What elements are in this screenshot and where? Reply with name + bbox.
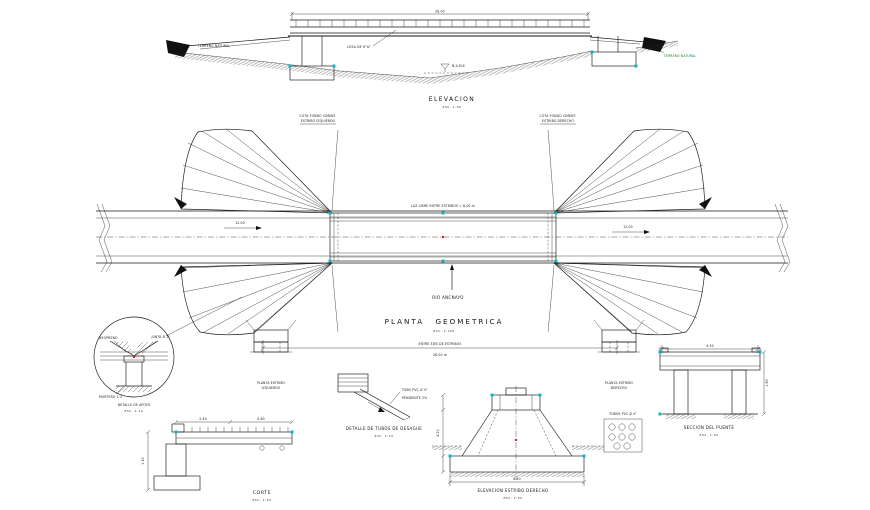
clear-span-note: LUZ LIBRE ENTRE ESTRIBOS = 8.00 m	[411, 204, 475, 208]
detail-leader	[165, 296, 243, 337]
estribo-height-dim: 4.20	[436, 429, 440, 437]
seccion-title: SECCION DEL PUENTE	[684, 425, 735, 430]
elevacion-scale: ESC. 1:50	[442, 105, 461, 109]
detalle-title: DETALLE DE APOYO	[118, 403, 151, 407]
view-corte: 2.40 0.60 1.50 CORTE ESC. 1:50	[141, 417, 295, 502]
road-arrow-right	[644, 230, 650, 234]
corte-scale: ESC. 1:50	[252, 498, 271, 502]
cota-right-2: ESTRIBO DERECHO	[542, 119, 574, 123]
cad-grip-markers	[133, 50, 762, 458]
joint-note: JUNTA Ø 1"	[150, 334, 170, 339]
railing-posts	[295, 20, 585, 27]
tubos-title: DETALLE DE TUBOS DE DESAGUE	[346, 426, 423, 431]
cota-right-1: COTA FONDO CIMENT.	[540, 114, 577, 118]
terrain-break-left	[166, 40, 190, 57]
estribo-scale: ESC. 1:50	[503, 496, 522, 500]
terrain-note-right: TERRENO NATURAL	[663, 54, 696, 58]
water-level-symbol	[440, 63, 450, 70]
terrain-note-left: TERRENO NATURAL	[197, 44, 230, 48]
parapet-section	[171, 423, 185, 433]
bearing-seat	[491, 394, 541, 411]
drain-tube	[279, 445, 285, 451]
view-seccion: 4.50 1.80 SECCION DEL PUENTE ESC. 1:50	[659, 344, 769, 437]
leg-left	[673, 369, 689, 415]
estribo-base-dim: 6.40	[513, 477, 521, 481]
footing-section	[153, 475, 201, 491]
seccion-width-dim: 4.50	[706, 344, 714, 348]
road-break-left	[96, 203, 108, 273]
abutment-plan-left: PLANTA ESTRIBO IZQUIERDO	[245, 319, 297, 390]
slope-fan-upper-right	[553, 128, 706, 214]
seccion-height-dim: 1.80	[765, 379, 769, 387]
abutment-right-label-2: DERECHO	[611, 386, 628, 390]
tube-line	[353, 391, 405, 421]
body-slope-right	[539, 409, 573, 457]
abutment-right-label-1: PLANTA ESTRIBO	[605, 381, 634, 385]
abutment-left-label-2: IZQUIERDO	[262, 386, 281, 390]
elevacion-title: ELEVACION	[429, 96, 475, 103]
planta-title: PLANTA GEOMETRICA	[385, 317, 504, 326]
tubos-scale: ESC. 1:10	[374, 434, 393, 438]
approach-left-dim: 12.00	[235, 221, 245, 225]
cota-left-2: ESTRIBO IZQUIERDO	[301, 119, 336, 123]
view-detalle-apoyo: NEOPRENO JUNTA Ø 1" MORTERO 1:3 DETALLE …	[93, 296, 243, 413]
tube-note: TUBO PVC Ø 4"	[401, 387, 428, 392]
view-estribo: 6.40 4.20 TUBOS PVC Ø 4" ELEVACION ESTRI…	[432, 386, 643, 500]
deck-slab-note: LOSA DE H°A°	[347, 45, 371, 49]
neoprene-note: NEOPRENO	[99, 336, 118, 340]
corte-dim-2: 0.60	[257, 417, 265, 421]
corte-dim-height: 1.50	[141, 457, 145, 465]
abutment-footing	[449, 455, 585, 473]
view-tubos: TUBO PVC Ø 4" PENDIENTE 2% DETALLE DE TU…	[337, 373, 428, 438]
road-break-right	[774, 203, 786, 273]
river-name: RIO ANCNAYO	[432, 295, 464, 300]
water-level-label: N.A.M.E.	[452, 64, 466, 68]
planta-scale: ESC. 1:100	[433, 329, 454, 333]
abutment-left-label-1: PLANTA ESTRIBO	[257, 381, 286, 385]
slope-fan-upper-left	[180, 128, 333, 214]
leg-right	[731, 369, 747, 415]
estribo-title: ELEVACION ESTRIBO DERECHO	[478, 488, 549, 493]
curb-block	[337, 373, 369, 393]
drain-tube	[259, 445, 265, 451]
mortar-note: MORTERO 1:3	[99, 395, 122, 399]
approach-right-dim: 12.00	[623, 225, 633, 229]
cota-left-1: COTA FONDO CIMENT.	[300, 114, 337, 118]
dim-total-luz: 28.00	[435, 10, 445, 14]
abutment-plan-right: PLANTA ESTRIBO DERECHO	[593, 319, 645, 390]
slope-note: PENDIENTE 2%	[402, 396, 427, 400]
abutment-axis-dim: 28.00 m	[433, 353, 447, 357]
road-arrow-left	[256, 226, 262, 230]
slope-fan-lower-right	[553, 262, 706, 336]
flow-arrow	[378, 407, 385, 412]
body-slope-left	[461, 409, 493, 457]
weep-tubes-label: TUBOS PVC Ø 4"	[608, 411, 637, 416]
view-elevacion: 28.00 N.A.M.E. LOSA D	[166, 10, 696, 125]
abutment-axis-note: ENTRE EJES DE ESTRIBOS	[419, 342, 462, 346]
detalle-scale: ESC. 1:10	[124, 409, 143, 413]
wall-section	[165, 443, 187, 477]
view-planta: LUZ LIBRE ENTRE ESTRIBOS = 8.00 m 12.00 …	[96, 128, 791, 390]
footing-right	[591, 51, 637, 67]
slope-fan-lower-left	[180, 262, 333, 336]
weep-tubes-detail: TUBOS PVC Ø 4"	[603, 411, 643, 453]
deck-slab-section	[659, 351, 761, 371]
corte-dim-1: 2.40	[199, 417, 207, 421]
seccion-scale: ESC. 1:50	[699, 433, 718, 437]
river-flow-arrow	[450, 264, 454, 270]
corte-title: CORTE	[253, 490, 271, 496]
rebar-ticks	[191, 427, 289, 432]
detail-circle	[93, 316, 175, 398]
